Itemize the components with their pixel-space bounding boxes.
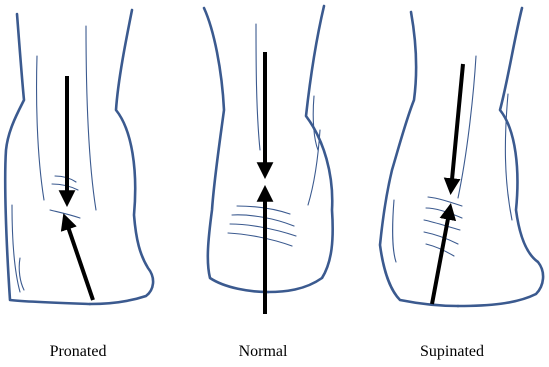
normal-achilles-line [256,24,260,150]
supinated-downward-force-arrow [451,64,463,190]
pronated-outline-medial [5,14,90,304]
pronated-ankle-line [86,26,96,210]
pronated-outline-lateral [90,10,153,304]
normal-ankle-line [308,130,320,205]
supinated-outline-medial [380,12,458,306]
normal-foot-illustration [204,6,333,314]
pronated-achilles-line [37,56,44,200]
supinated-foot-illustration [380,8,543,306]
supinated-lateral-line [505,94,512,220]
normal-outline-medial [204,8,268,292]
normal-caption: Normal [193,343,333,361]
supinated-heel-line [393,200,396,262]
normal-outline-lateral [268,6,333,292]
pronated-caption: Pronated [8,343,148,361]
pronated-heel-line-2 [19,258,24,290]
normal-lateral-line [313,96,318,150]
supinated-caption: Supinated [382,343,522,361]
pronated-upward-force-arrow [65,218,93,300]
pronated-foot-illustration [5,10,153,304]
normal-crease-lines [228,206,296,246]
supinated-outline-lateral [458,8,543,306]
pronated-heel-line [12,205,20,292]
